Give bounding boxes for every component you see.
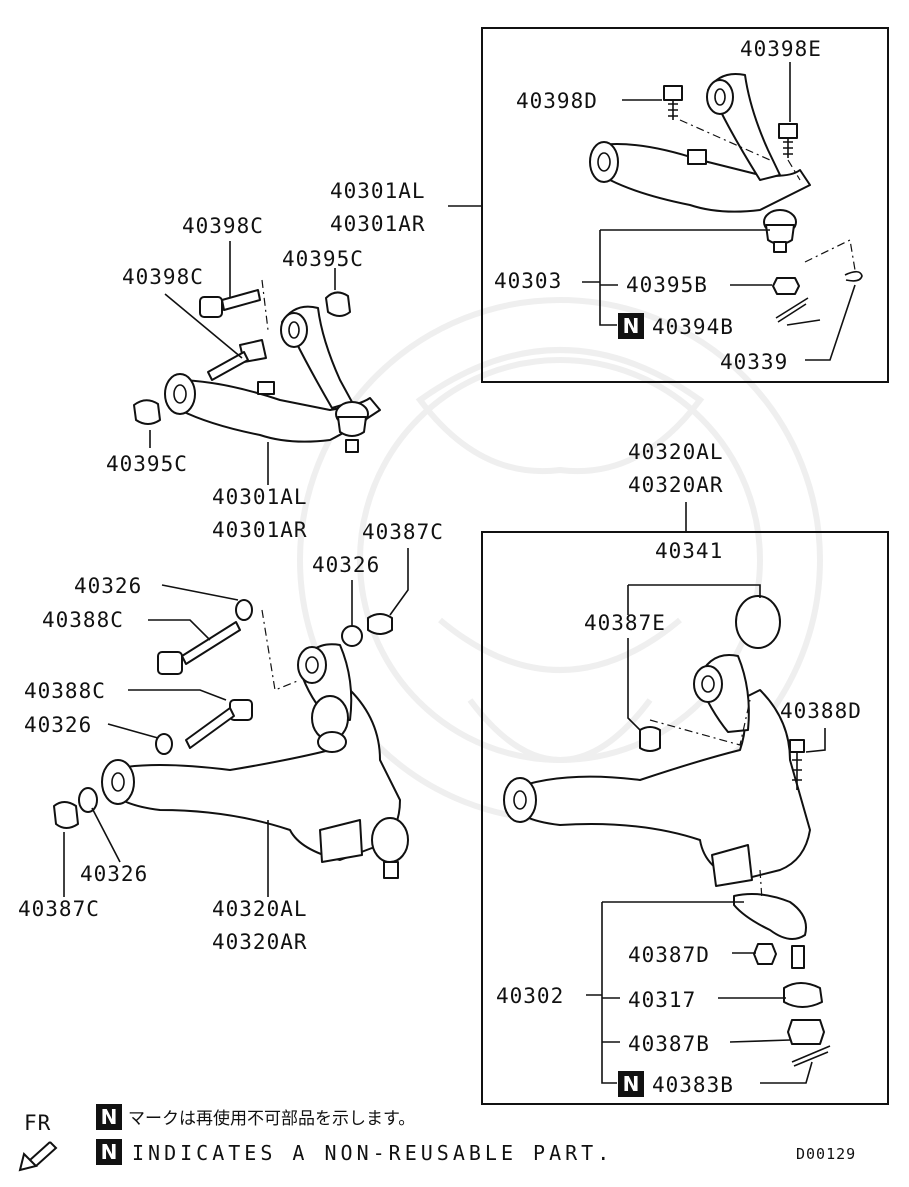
label-40301AL-upper: 40301AL [330, 179, 426, 203]
n-mark-text: N [623, 1072, 640, 1096]
legend-text-jp: マークは再使用不可部品を示します。 [128, 1108, 415, 1129]
front-arrow-icon [18, 1141, 58, 1172]
label-40388C-upper: 40388C [42, 608, 124, 632]
label-40339: 40339 [720, 350, 788, 374]
label-40394B: 40394B [652, 315, 734, 339]
label-40395C-top: 40395C [282, 247, 364, 271]
label-40326-bottom: 40326 [80, 862, 148, 886]
label-40398D: 40398D [516, 89, 598, 113]
label-40326-mid-left: 40326 [24, 713, 92, 737]
upper-arm-detail-drawing [589, 73, 863, 323]
upper-arm-assembly-drawing [133, 279, 381, 453]
label-40388D: 40388D [780, 699, 862, 723]
legend-n-mark-jp [96, 1104, 122, 1130]
legend-text-en: INDICATES A NON-REUSABLE PART. [132, 1141, 613, 1165]
label-40301AR-mid: 40301AR [212, 518, 308, 542]
non-reusable-mark-40383B [618, 1071, 644, 1097]
n-mark-text: N [101, 1140, 118, 1164]
upper-arm-detail-box [481, 27, 889, 383]
label-40320AL-lower: 40320AL [212, 897, 308, 921]
label-40387C-bottom: 40387C [18, 897, 100, 921]
label-40387C-top: 40387C [362, 520, 444, 544]
label-40301AL-mid: 40301AL [212, 485, 308, 509]
label-40395B: 40395B [626, 273, 708, 297]
lower-arm-assembly-drawing [53, 599, 409, 879]
label-40341: 40341 [655, 539, 723, 563]
label-40398E: 40398E [740, 37, 822, 61]
label-40387D: 40387D [628, 943, 710, 967]
label-40301AR-upper: 40301AR [330, 212, 426, 236]
label-40317: 40317 [628, 988, 696, 1012]
label-40303: 40303 [494, 269, 562, 293]
front-direction-label: FR [24, 1111, 51, 1135]
label-40320AR-lower: 40320AR [212, 930, 308, 954]
label-40398C-top: 40398C [182, 214, 264, 238]
label-40320AL-upper: 40320AL [628, 440, 724, 464]
label-40326-top: 40326 [312, 553, 380, 577]
n-mark-text: N [101, 1105, 118, 1129]
n-mark-text: N [623, 314, 640, 338]
label-40387E: 40387E [584, 611, 666, 635]
label-40398C-second: 40398C [122, 265, 204, 289]
label-40302: 40302 [496, 984, 564, 1008]
label-40320AR-upper: 40320AR [628, 473, 724, 497]
lower-arm-detail-drawing [503, 595, 831, 1067]
diagram-code: D00129 [796, 1145, 856, 1163]
lower-arm-detail-box [481, 531, 889, 1105]
legend-n-mark-en [96, 1139, 122, 1165]
label-40383B: 40383B [652, 1073, 734, 1097]
non-reusable-mark-40394B [618, 313, 644, 339]
label-40326-upper-left: 40326 [74, 574, 142, 598]
label-40395C-bottom: 40395C [106, 452, 188, 476]
label-40387B: 40387B [628, 1032, 710, 1056]
label-40388C-lower: 40388C [24, 679, 106, 703]
